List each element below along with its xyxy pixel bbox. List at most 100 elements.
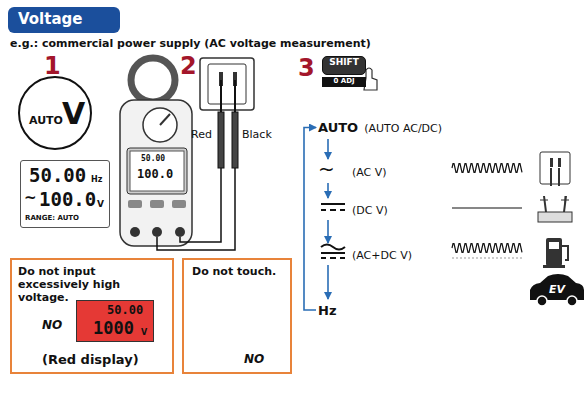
node-text: (AC+DC V) xyxy=(352,249,412,262)
node-text: 100.0 xyxy=(39,188,96,210)
charger-icon-part xyxy=(562,246,568,260)
node-text: (Red display) xyxy=(42,352,139,367)
node-text: AUTO xyxy=(318,120,358,135)
clamp-meter-part xyxy=(160,114,170,125)
subtitle: e.g.: commercial power supply (AC voltag… xyxy=(10,37,371,50)
dc-symbol-part xyxy=(321,209,326,211)
test-leads-part xyxy=(180,168,221,242)
mode-item: (AC+DC V) xyxy=(318,244,414,264)
callout-number: 1 xyxy=(44,52,61,80)
node-box: 50.00Hz~100.0VRANGE: AUTO xyxy=(20,160,110,228)
clamp-meter-part xyxy=(152,227,162,237)
node-text: SHIFT xyxy=(322,56,366,75)
node-text: (DC V) xyxy=(352,204,388,217)
node-text: NO xyxy=(244,352,264,366)
title-banner xyxy=(8,7,120,33)
acdc-symbol-part xyxy=(321,252,345,254)
node-box: 50.001000V xyxy=(76,300,154,342)
clamp-meter-part xyxy=(128,200,142,208)
node-text: V xyxy=(62,96,85,131)
test-leads-part xyxy=(234,80,236,112)
node-text: ~ xyxy=(24,189,37,207)
node-text: V xyxy=(141,328,147,337)
outlet-icon-part xyxy=(558,168,560,186)
mode-arrow xyxy=(327,139,329,159)
battery-probe-icon xyxy=(538,196,572,222)
acdc-symbol-part xyxy=(330,257,336,259)
node-text: RANGE: AUTO xyxy=(25,214,79,222)
part-label: Red xyxy=(191,128,212,141)
outlet-part xyxy=(200,58,254,110)
clamp-meter-part xyxy=(130,151,184,191)
mode-arrow xyxy=(327,265,329,299)
part-label: Black xyxy=(242,128,272,141)
node-text: NO xyxy=(42,318,62,332)
ac-waveform xyxy=(452,164,522,173)
mode-item: ~(AC V) xyxy=(318,160,389,182)
outlet-icon-part xyxy=(558,158,561,167)
mode-item: (DC V) xyxy=(318,199,390,219)
callout-number: 3 xyxy=(298,54,315,82)
test-leads-part xyxy=(220,80,222,112)
node-text: V xyxy=(97,199,104,209)
battery-probe-icon-part xyxy=(564,196,566,212)
test-leads-part xyxy=(232,112,238,168)
charger-icon xyxy=(543,238,568,268)
node-text: 1000 xyxy=(93,318,134,338)
node-text: 0 ADJ xyxy=(322,77,366,87)
dc-symbol-part xyxy=(330,209,336,211)
test-leads-part xyxy=(218,112,224,168)
node-box: Do not touch. NO xyxy=(182,258,292,374)
mode-arrow xyxy=(304,128,316,311)
dc-symbol xyxy=(321,204,345,210)
battery-probe-icon-part xyxy=(544,196,546,212)
battery-probe-icon-part xyxy=(538,212,572,222)
dc-symbol-part xyxy=(340,209,345,211)
node-box: SHIFT 0 ADJ xyxy=(322,56,366,87)
charger-icon-part xyxy=(543,265,565,268)
outlet-part xyxy=(208,64,246,104)
acdc-symbol-part xyxy=(340,257,345,259)
mode-item: Hz xyxy=(318,300,338,320)
meter-reading: 100.0 xyxy=(137,167,173,181)
outlet-icon-part xyxy=(550,168,552,186)
node-text: (AUTO AC/DC) xyxy=(364,122,442,135)
charger-icon-part xyxy=(546,238,562,266)
dc-symbol-part xyxy=(321,203,345,205)
outlet xyxy=(200,58,254,110)
node-text: 50.00 xyxy=(107,303,143,317)
node-box: Do not input excessively high voltage. NO… xyxy=(10,258,174,374)
ev-car-icon-part xyxy=(567,296,577,306)
meter-reading: 50.00 xyxy=(141,154,165,163)
ev-car-icon-part xyxy=(530,274,584,300)
ev-car-icon-part xyxy=(537,296,547,306)
node-text: ~ xyxy=(318,160,352,178)
battery-probe-icon-part xyxy=(565,196,566,204)
clamp-meter-part xyxy=(131,58,175,102)
title-text: Voltage xyxy=(18,10,82,28)
node-text: Hz xyxy=(318,303,336,318)
part-label: EV xyxy=(549,283,565,296)
node-box: AUTOV xyxy=(18,76,92,150)
mode-item: AUTO (AUTO AC/DC) xyxy=(318,117,444,138)
node-text: Do not touch. xyxy=(192,265,276,278)
acdc-symbol-part xyxy=(321,245,345,250)
node-text: (AC V) xyxy=(352,166,387,179)
mode-arrow xyxy=(327,220,329,243)
ev-car-icon xyxy=(530,274,584,306)
node-text: AUTO xyxy=(29,114,63,127)
acdc-symbol xyxy=(321,245,345,259)
battery-probe-icon-part xyxy=(540,200,548,201)
node-text: Do not input excessively high voltage. xyxy=(18,265,168,304)
test-leads xyxy=(157,80,238,250)
zero-line xyxy=(452,258,522,259)
acdc-waveform xyxy=(452,244,522,253)
node-text: Hz xyxy=(91,175,102,184)
clamp-meter-part xyxy=(143,108,177,142)
outlet-icon xyxy=(540,152,570,186)
callout-number: 2 xyxy=(180,52,197,80)
outlet-icon-part xyxy=(540,152,570,184)
dc-waveform xyxy=(452,207,522,208)
clamp-meter-part xyxy=(172,200,186,208)
